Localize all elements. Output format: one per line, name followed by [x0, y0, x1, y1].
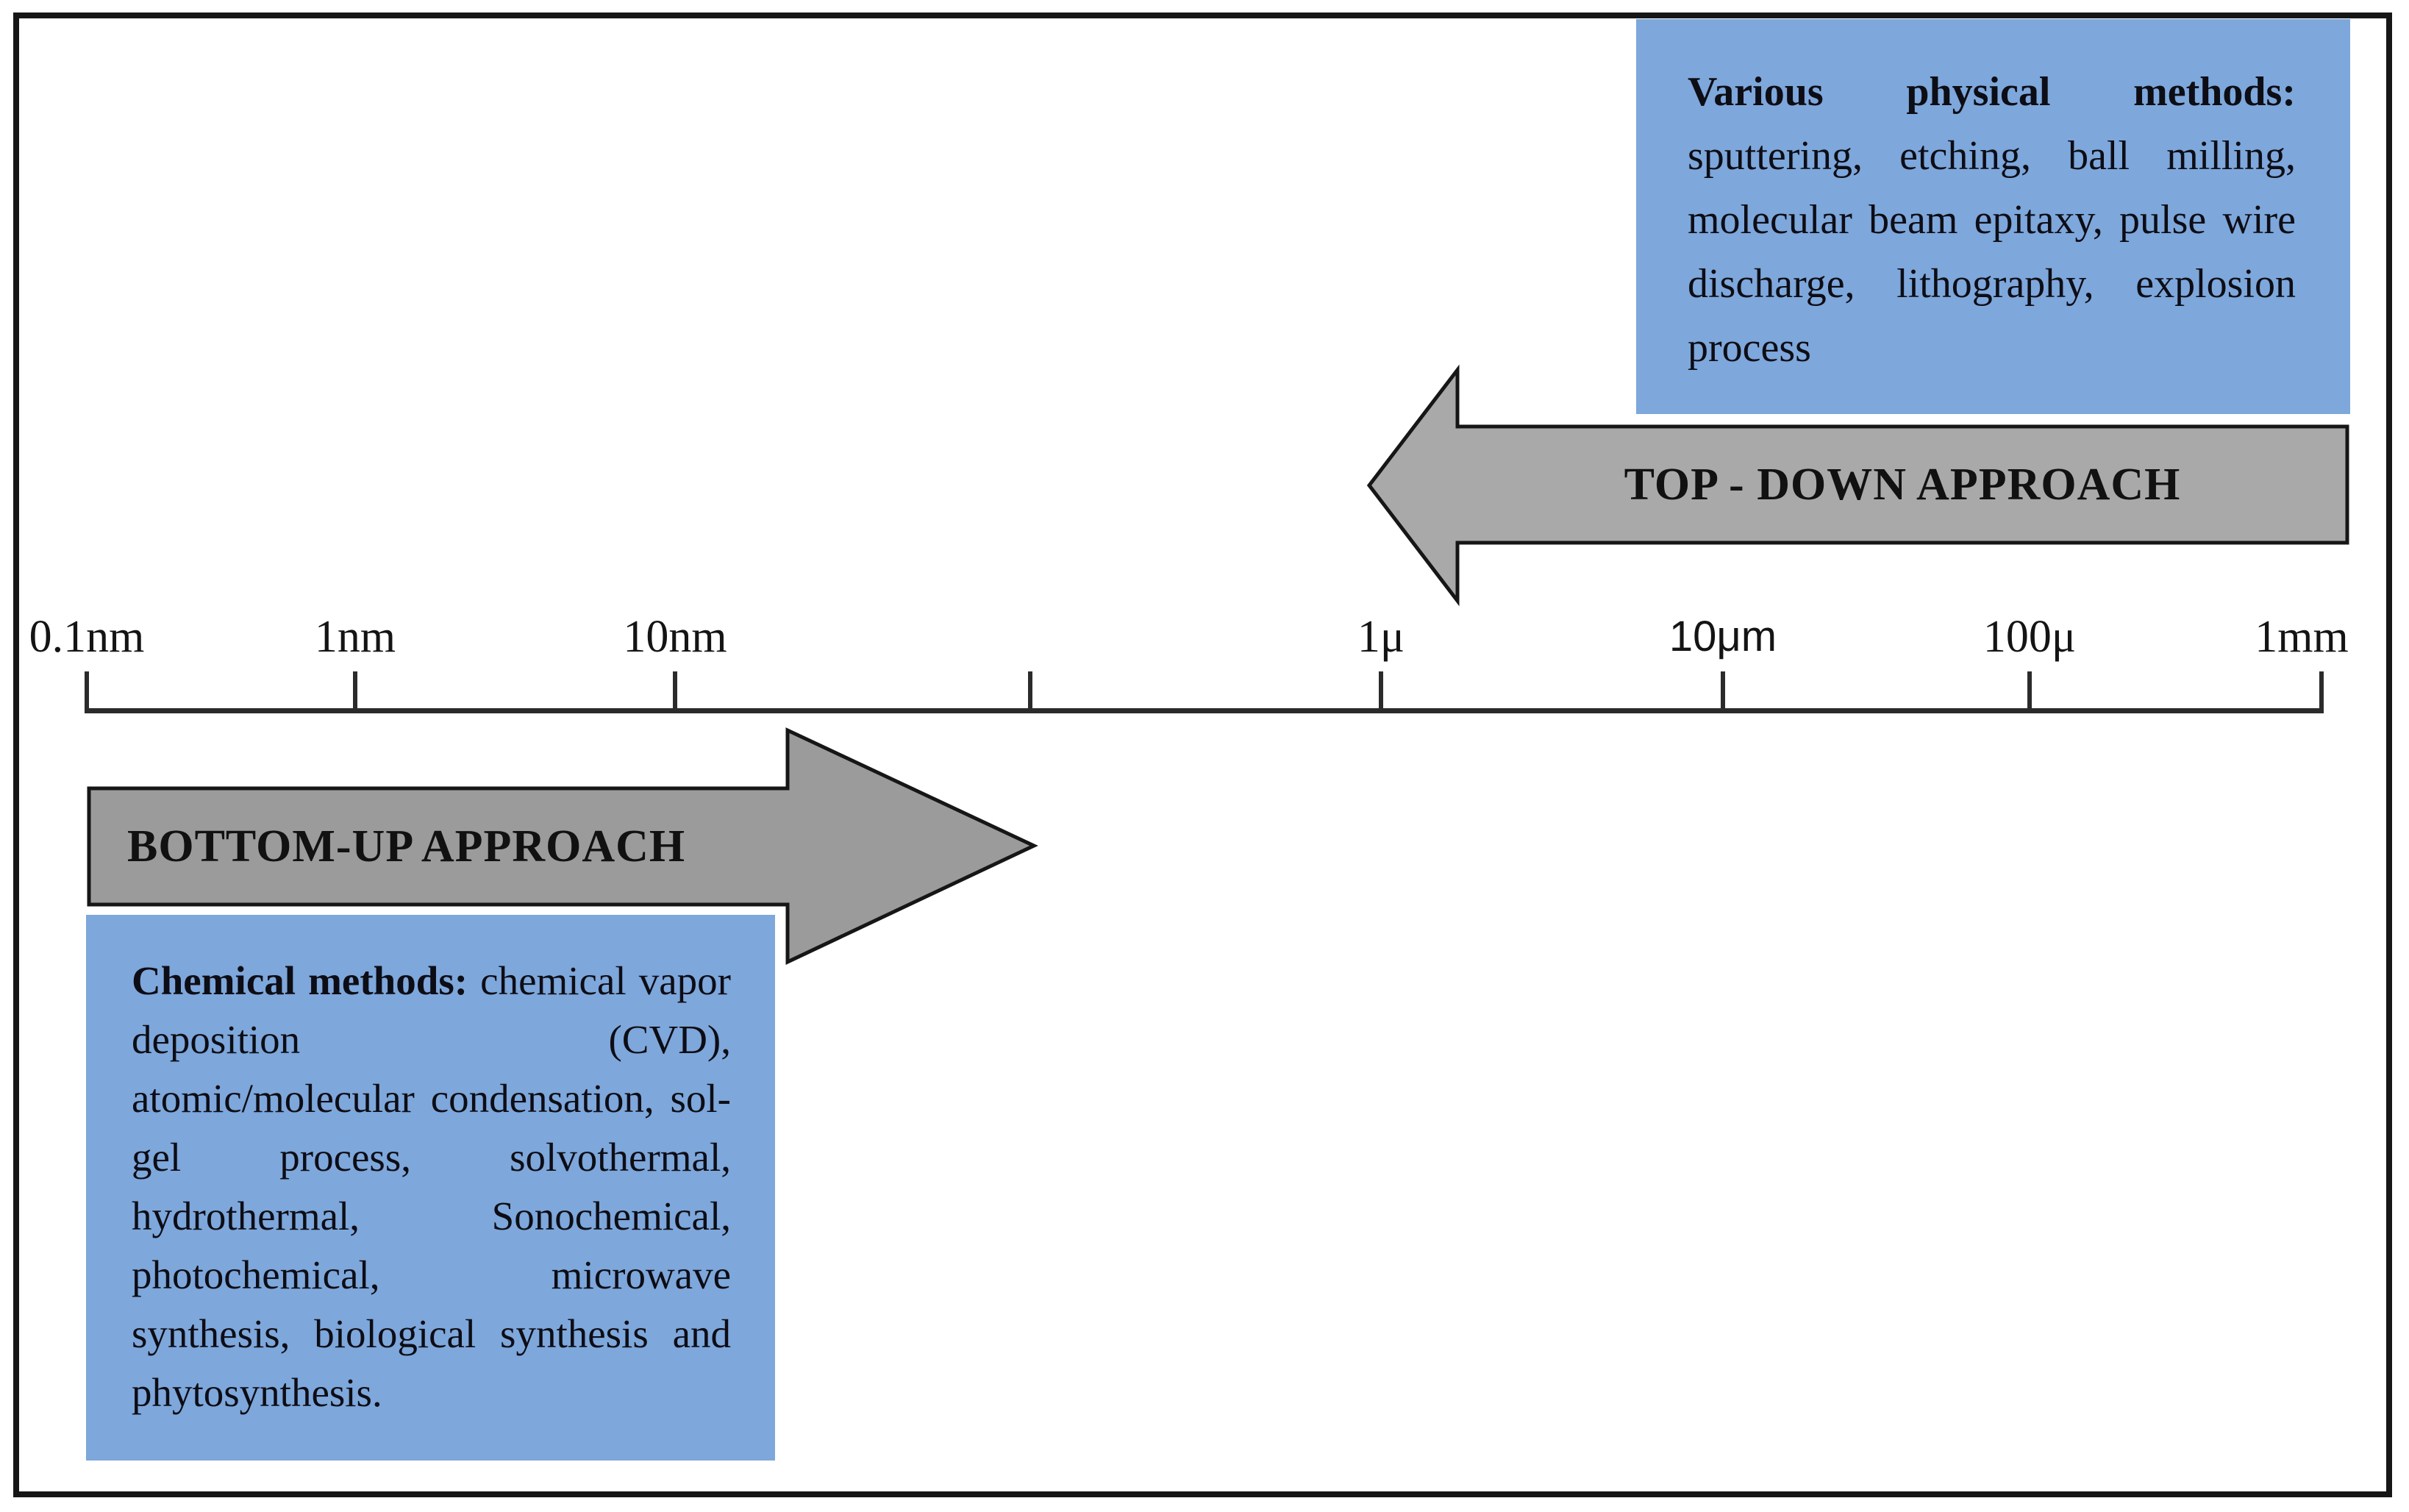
axis-tick-10nm [673, 671, 677, 713]
top-down-arrow-label: TOP - DOWN APPROACH [1457, 427, 2347, 543]
physical-methods-line: sputtering, etching, ball milling, [1688, 133, 2296, 179]
physical-methods-line: process [1688, 325, 1811, 371]
chemical-methods-line: photochemical, microwave [132, 1252, 731, 1297]
figure-border [13, 13, 2392, 1497]
axis-tick-100u [2027, 671, 2032, 713]
axis-tick-100nm-unlabeled [1028, 671, 1032, 713]
chemical-methods-heading-rest: chemical vapor [480, 958, 731, 1003]
axis-tick-1mm [2319, 671, 2324, 713]
axis-label-1mm: 1mm [2255, 612, 2349, 662]
chemical-methods-line: phytosynthesis. [132, 1370, 382, 1415]
axis-tick-1nm [353, 671, 357, 713]
physical-methods-heading-text: Various physical methods: [1688, 69, 2296, 115]
chemical-methods-line: synthesis, biological synthesis and [132, 1311, 731, 1356]
top-down-arrow-shape [1366, 364, 2349, 607]
top-down-arrow-label-text: TOP - DOWN APPROACH [1624, 459, 2181, 510]
bottom-up-arrow [87, 727, 1038, 965]
physical-methods-line: molecular beam epitaxy, pulse wire [1688, 197, 2296, 243]
axis-label-1u: 1μ [1357, 612, 1405, 662]
bottom-up-arrow-label: BOTTOM-UP APPROACH [89, 788, 788, 905]
size-scale-axis [87, 708, 2324, 713]
chemical-methods-heading-text: Chemical methods: [132, 958, 468, 1003]
axis-label-0.1nm: 0.1nm [29, 612, 145, 662]
axis-tick-1u [1379, 671, 1383, 713]
axis-label-100u: 100μ [1982, 612, 2077, 662]
axis-tick-0.1nm [85, 671, 89, 713]
bottom-up-arrow-shape [87, 727, 1038, 965]
chemical-methods-box: Chemical methods: chemical vapor deposit… [86, 915, 775, 1461]
chemical-methods-line: hydrothermal, Sonochemical, [132, 1194, 731, 1238]
chemical-methods-line: deposition (CVD), [132, 1017, 731, 1062]
bottom-up-arrow-label-text: BOTTOM-UP APPROACH [127, 821, 686, 871]
chemical-methods-line: atomic/molecular condensation, sol- [132, 1076, 731, 1121]
physical-methods-line: discharge, lithography, explosion [1688, 261, 2296, 307]
axis-tick-10um [1721, 671, 1725, 713]
top-down-arrow [1366, 364, 2349, 607]
physical-methods-box: Various physical methods: sputtering, et… [1636, 19, 2350, 414]
axis-label-10um: 10μm [1669, 613, 1777, 660]
axis-label-1nm: 1nm [314, 612, 396, 662]
chemical-methods-line: gel process, solvothermal, [132, 1135, 731, 1180]
chemical-methods-heading-line: Chemical methods: chemical vapor [132, 952, 731, 1010]
physical-methods-heading: Various physical methods: [1688, 60, 2296, 124]
axis-label-10nm: 10nm [623, 612, 727, 662]
